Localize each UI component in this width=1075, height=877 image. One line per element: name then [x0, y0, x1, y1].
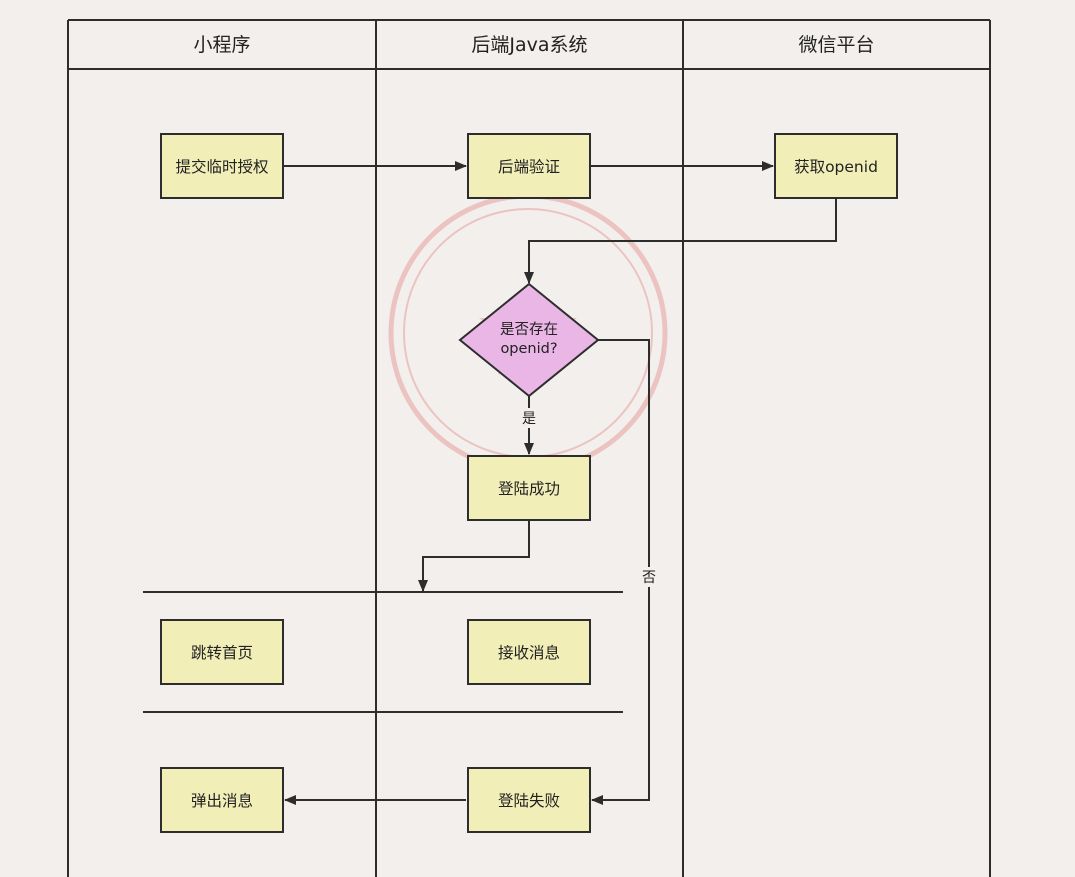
lane-title-wechat: 微信平台: [798, 34, 875, 56]
node-login-success: 登陆成功: [467, 455, 591, 521]
node-get-openid: 获取openid: [774, 133, 898, 199]
decision-label-line2: openid?: [500, 341, 558, 357]
node-jump-home: 跳转首页: [160, 619, 284, 685]
node-backend-verify: 后端验证: [467, 133, 591, 199]
edge-success-to-phase: [418, 520, 530, 592]
node-popup-msg: 弹出消息: [160, 767, 284, 833]
edge-label-no: 否: [640, 567, 658, 587]
decision-label-line1: 是否存在: [500, 322, 558, 338]
lane-title-miniprogram: 小程序: [193, 34, 251, 56]
lane-title-backend: 后端Java系统: [471, 34, 588, 56]
swimlane-frame: [67, 19, 991, 877]
edge-openid-to-decision: [524, 199, 837, 284]
node-login-fail: 登陆失败: [467, 767, 591, 833]
node-receive-msg: 接收消息: [467, 619, 591, 685]
edge-label-yes: 是: [520, 408, 538, 428]
node-submit-auth: 提交临时授权: [160, 133, 284, 199]
connectors: [284, 161, 837, 805]
decision-label: 是否存在 openid?: [474, 321, 584, 359]
